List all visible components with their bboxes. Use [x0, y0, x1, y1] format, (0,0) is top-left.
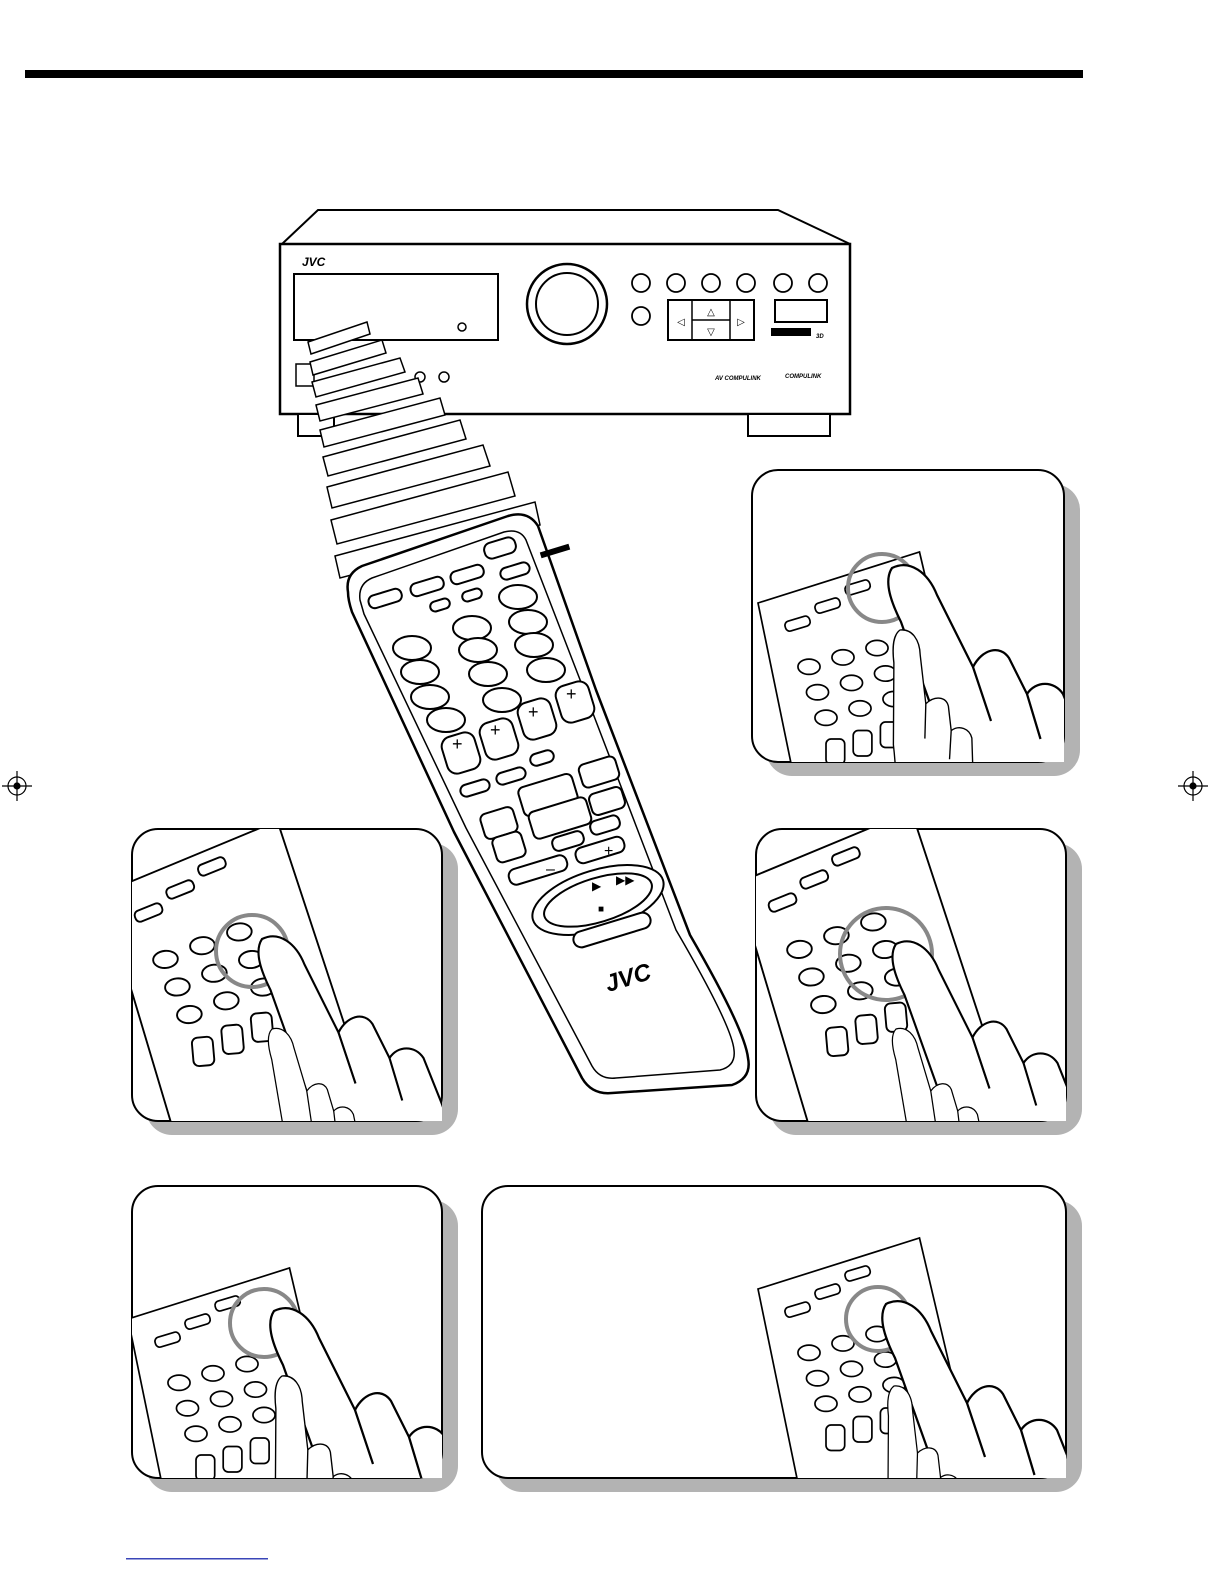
receiver-display — [294, 274, 498, 340]
svg-text:▶▶: ▶▶ — [616, 873, 635, 887]
svg-text:▽: ▽ — [707, 327, 715, 338]
svg-text:△: △ — [707, 307, 715, 318]
footer-line — [126, 1558, 268, 1560]
svg-text:■: ■ — [598, 904, 604, 915]
receiver-panel-logo-right: COMPULINK — [785, 374, 822, 380]
svg-text:▶: ▶ — [592, 879, 602, 893]
panel-middle-right — [732, 804, 1089, 1233]
registration-mark-left — [2, 771, 32, 801]
svg-text:+: + — [604, 843, 613, 860]
receiver-panel-logo-left: AV COMPULINK — [714, 376, 762, 382]
svg-text:+: + — [528, 702, 539, 722]
svg-text:+: + — [490, 720, 501, 740]
panel-middle-left — [98, 814, 458, 1228]
registration-mark-right — [1178, 771, 1208, 801]
panel-bottom-left — [128, 1186, 478, 1584]
sub-display — [775, 300, 827, 322]
svg-text:+: + — [566, 684, 577, 704]
panel-bottom-wide — [482, 1186, 1090, 1584]
top-rule — [25, 70, 1083, 78]
svg-text:◁: ◁ — [677, 317, 685, 328]
svg-text:▷: ▷ — [737, 317, 745, 328]
receiver-brand-logo: JVC — [302, 255, 326, 269]
svg-text:–: – — [546, 861, 555, 878]
svg-text:+: + — [452, 734, 463, 754]
receiver-badge: 3D — [816, 334, 824, 340]
